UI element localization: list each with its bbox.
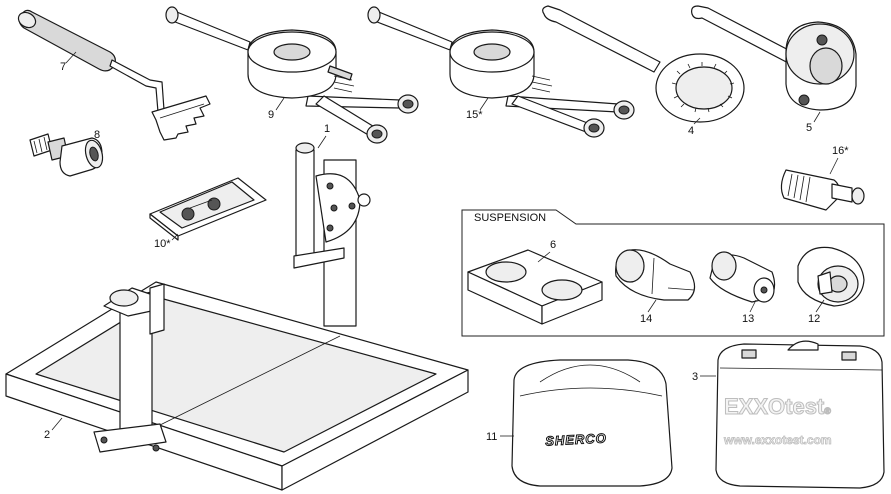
callout-11: 11 — [486, 431, 497, 443]
leader-5 — [813, 111, 821, 123]
leader-1 — [317, 135, 327, 149]
callout-6: 6 — [550, 239, 556, 251]
tool-9-flywheel-puller — [165, 6, 419, 144]
tool-8-adapter — [29, 133, 104, 177]
tool-4-spanner — [542, 5, 745, 123]
callout-7: 7 — [60, 61, 66, 73]
leader-13 — [749, 299, 757, 313]
callout-2: 2 — [44, 429, 50, 441]
tool-6-block — [467, 249, 603, 325]
callout-5: 5 — [806, 122, 812, 134]
callout-14: 14 — [640, 313, 652, 325]
case-url: www.exxotest.com — [723, 433, 832, 447]
leader-9 — [275, 97, 285, 111]
case-brand: EXXOtest® — [724, 394, 831, 419]
callout-10: 10* — [154, 238, 171, 250]
tool-2-stand-tray — [5, 281, 469, 491]
leader-4 — [693, 117, 701, 125]
leader-6 — [537, 251, 551, 263]
tool-5-clutch-holder — [691, 5, 857, 111]
leader-15 — [479, 97, 489, 111]
leader-14 — [647, 299, 657, 313]
leader-2 — [51, 417, 63, 431]
leader-10 — [171, 233, 179, 241]
tool-10-manual — [149, 177, 267, 241]
callout-1: 1 — [324, 123, 330, 135]
callout-9: 9 — [268, 109, 274, 121]
callout-13: 13 — [742, 313, 754, 325]
tool-15-puller — [367, 6, 635, 138]
callout-12: 12 — [808, 313, 820, 325]
tool-3-case: EXXOtest® www.exxotest.com — [715, 340, 885, 489]
bag-brand: SHERCO — [545, 430, 607, 448]
leader-16 — [829, 157, 839, 175]
leader-7 — [65, 51, 77, 64]
callout-3: 3 — [692, 371, 698, 383]
tool-12-slotted-tool — [797, 246, 865, 307]
callout-8: 8 — [94, 129, 100, 141]
callout-4: 4 — [688, 125, 694, 137]
suspension-title: SUSPENSION — [474, 212, 546, 224]
tool-11-bag: SHERCO — [511, 359, 673, 487]
callout-15: 15* — [466, 109, 483, 121]
tool-7-handle-comb — [17, 9, 211, 141]
tool-14-seal-driver — [615, 249, 696, 301]
callout-16: 16* — [832, 145, 849, 157]
tool-1-engine-support — [293, 142, 371, 327]
tool-13-sleeve — [709, 251, 776, 303]
tool-16-bushing-driver — [780, 169, 865, 211]
suspension-box: SUSPENSION — [461, 209, 885, 337]
leader-12 — [815, 299, 825, 313]
